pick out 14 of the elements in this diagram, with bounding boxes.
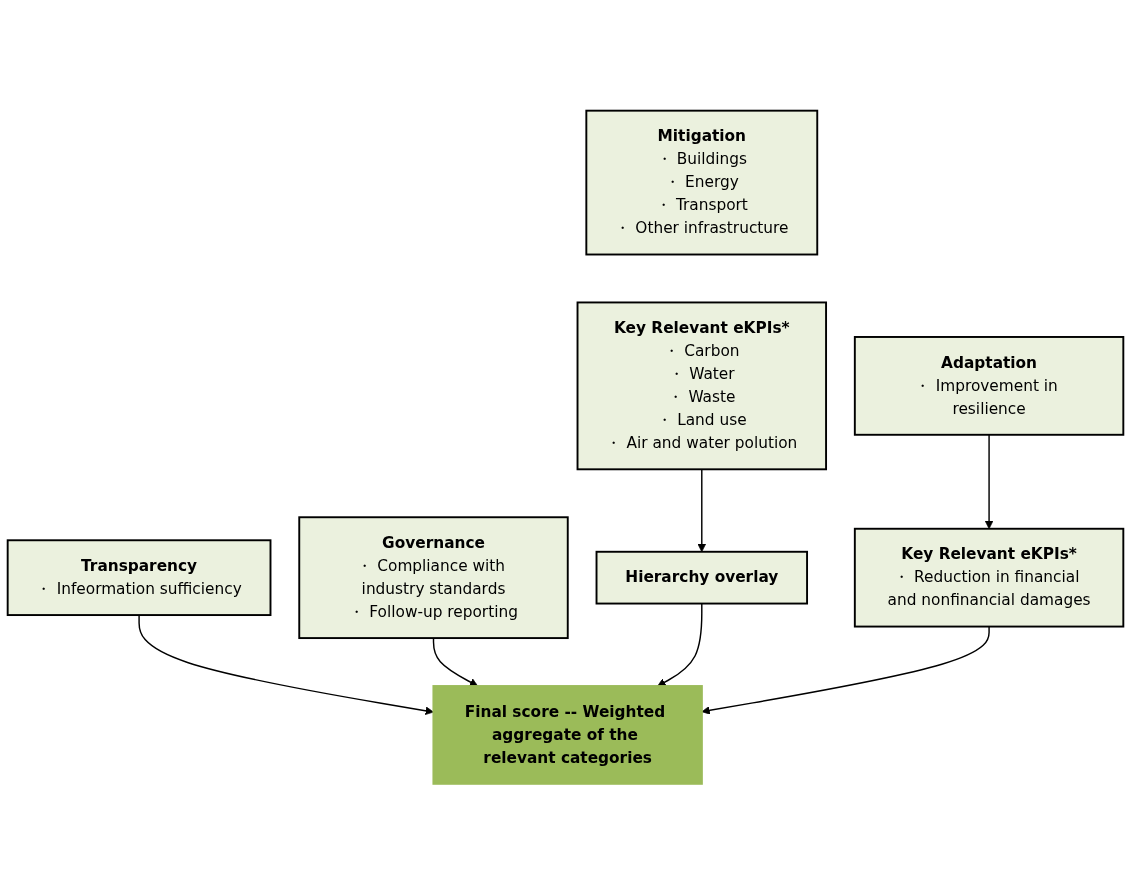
arrow (984, 433, 994, 529)
node-box: Key Relevant eKPIs* ・ Carbon ・ Water ・ Waste ・ Land use ・ Air and water polution (576, 301, 827, 470)
node-box: Mitigation ・ Buildings ・ Energy ・ Transport ・ Other infrastructure (585, 109, 819, 256)
node-box: Governance ・ Compliance with industry standards ・ Follow-up reporting (298, 516, 569, 639)
node-box: Adaptation ・ Improvement in resilience (853, 335, 1125, 436)
node-box: Final score -- Weighted aggregate of the relevant categories (432, 684, 703, 785)
node-box: Key Relevant eKPIs* ・ Reduction in financial and nonfinancial damages (853, 527, 1125, 628)
node-box: Transparency ・ Infeormation sufficiency (6, 539, 272, 616)
arrow (432, 637, 478, 687)
node-box: Hierarchy overlay (595, 550, 808, 605)
arrow (701, 625, 990, 715)
arrow (657, 602, 703, 687)
arrow (138, 614, 434, 715)
arrow (697, 468, 706, 552)
